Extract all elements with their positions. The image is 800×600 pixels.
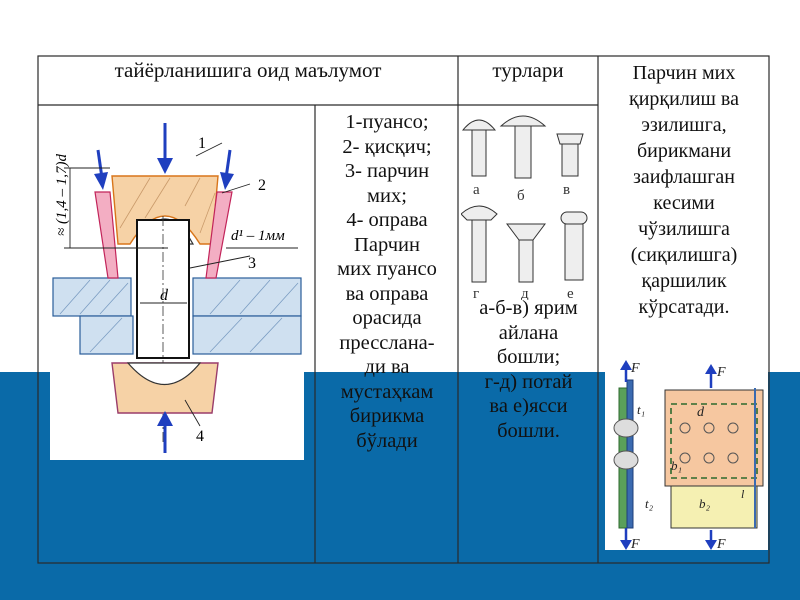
label-hole-size: d¹ – 1мм	[231, 228, 285, 244]
joint-plate	[664, 389, 764, 487]
label-support: 4	[196, 428, 204, 445]
process-description-line: пресслана-	[339, 331, 435, 354]
label-diameter: d	[160, 287, 169, 304]
strength-description-line: эзилишга,	[641, 114, 727, 136]
label-b2: b₂	[699, 496, 711, 511]
label-b1: b₁	[671, 458, 682, 473]
label-punch: 1	[198, 135, 206, 152]
process-description-line: 1-пуансо;	[345, 111, 429, 133]
types-description-line: а-б-в) ярим	[479, 297, 578, 319]
type-letter-e: е	[567, 286, 574, 300]
label-t2: t₂	[645, 496, 654, 511]
process-description-line: 3- парчин	[344, 160, 430, 182]
type-letter-b: б	[517, 188, 525, 204]
process-description-line: 2- қисқич;	[342, 135, 432, 158]
side-rivet-upper	[613, 418, 639, 438]
clamp-left	[94, 191, 119, 279]
rivet-e-head	[560, 211, 588, 225]
rivet-joint-diagram: F F F F t₁ t₂ d b₁ b₂ l	[605, 358, 768, 550]
types-description-line: г-д) потай	[484, 370, 573, 393]
upper-plate-left	[52, 277, 132, 317]
upper-plate-right	[192, 277, 302, 317]
process-description-line: ва оправа	[345, 282, 429, 305]
joint-overlap-outline	[670, 403, 758, 479]
strength-description-line: кесими	[653, 192, 715, 214]
rivet-a-head	[461, 119, 497, 131]
type-letter-a: а	[473, 182, 480, 198]
process-description-line: мих пуансо	[337, 258, 437, 280]
label-d: d	[697, 405, 705, 420]
label-t1: t₁	[637, 402, 645, 417]
process-description-line: Парчин	[354, 233, 420, 256]
process-description-line: орасида	[352, 307, 422, 329]
process-description-line: мих;	[367, 184, 407, 207]
strength-description-line: бирикмани	[636, 140, 732, 162]
rivet-press-diagram: 1 2 3 4 d d¹ – 1мм ≈ (1,4 – 1,7)d	[50, 108, 304, 460]
rivet-g-head	[461, 205, 498, 221]
strength-description-line: Парчин мих	[632, 62, 736, 84]
side-rivet-lower	[613, 450, 639, 470]
rivet-types-image: а б в г д е	[461, 108, 597, 300]
force-label-bottom-plate: F	[716, 537, 726, 550]
force-label-top-plate: F	[716, 365, 726, 380]
label-rivet: 3	[248, 255, 256, 272]
types-description-line: бошли.	[497, 419, 560, 442]
strength-description-line: қирқилиш ва	[629, 88, 739, 110]
lower-plate-right	[192, 315, 302, 355]
types-description-line: ва е)ясси	[489, 395, 568, 417]
rivet-d-shank	[518, 239, 534, 283]
rivet-b-shank	[514, 125, 532, 179]
type-letter-g: г	[473, 286, 479, 300]
type-letter-d: д	[521, 286, 529, 300]
header-types: турлари	[492, 58, 564, 82]
rivet-b-head	[499, 115, 547, 127]
clamp-right	[205, 191, 233, 279]
joint-strip	[670, 485, 758, 529]
label-head-height: ≈ (1,4 – 1,7)d	[54, 154, 70, 236]
rivet-lower-head	[126, 362, 202, 386]
label-l: l	[741, 487, 745, 501]
rivet-v-head	[556, 133, 584, 145]
strength-description-line: чўзилишга	[638, 218, 730, 240]
strength-description-line: қаршилик	[641, 270, 727, 292]
force-label-bottom-side: F	[630, 537, 640, 550]
strength-description-line: (сиқилишга)	[630, 244, 738, 266]
rivet-strength-description: Парчин мих қирқилиш ва эзилишга, бирикмани…	[600, 60, 768, 320]
header-preparation-info: тайёрланишига оид маълумот	[114, 58, 382, 82]
force-label-top-side: F	[630, 361, 640, 376]
rivet-a-shank	[471, 129, 487, 177]
type-letter-v: в	[563, 182, 570, 198]
rivet-g-shank	[471, 219, 487, 283]
strength-description-line: заифлашган	[633, 166, 735, 188]
types-description-line: айлана	[498, 321, 559, 344]
process-description-line: бўлади	[356, 429, 418, 452]
process-description-line: бирикма	[349, 405, 425, 427]
label-clamp: 2	[258, 177, 266, 194]
process-description-line: мустаҳкам	[340, 380, 434, 403]
rivet-v-shank	[561, 143, 579, 177]
process-description-line: ди ва	[364, 356, 410, 378]
rivet-e-shank	[564, 223, 584, 281]
strength-description-line: кўрсатади.	[638, 296, 730, 318]
types-description-line: бошли;	[496, 346, 561, 368]
lower-plate-left	[79, 315, 134, 355]
process-description-line: 4- оправа	[346, 209, 428, 231]
table-outer-border	[37, 55, 770, 564]
